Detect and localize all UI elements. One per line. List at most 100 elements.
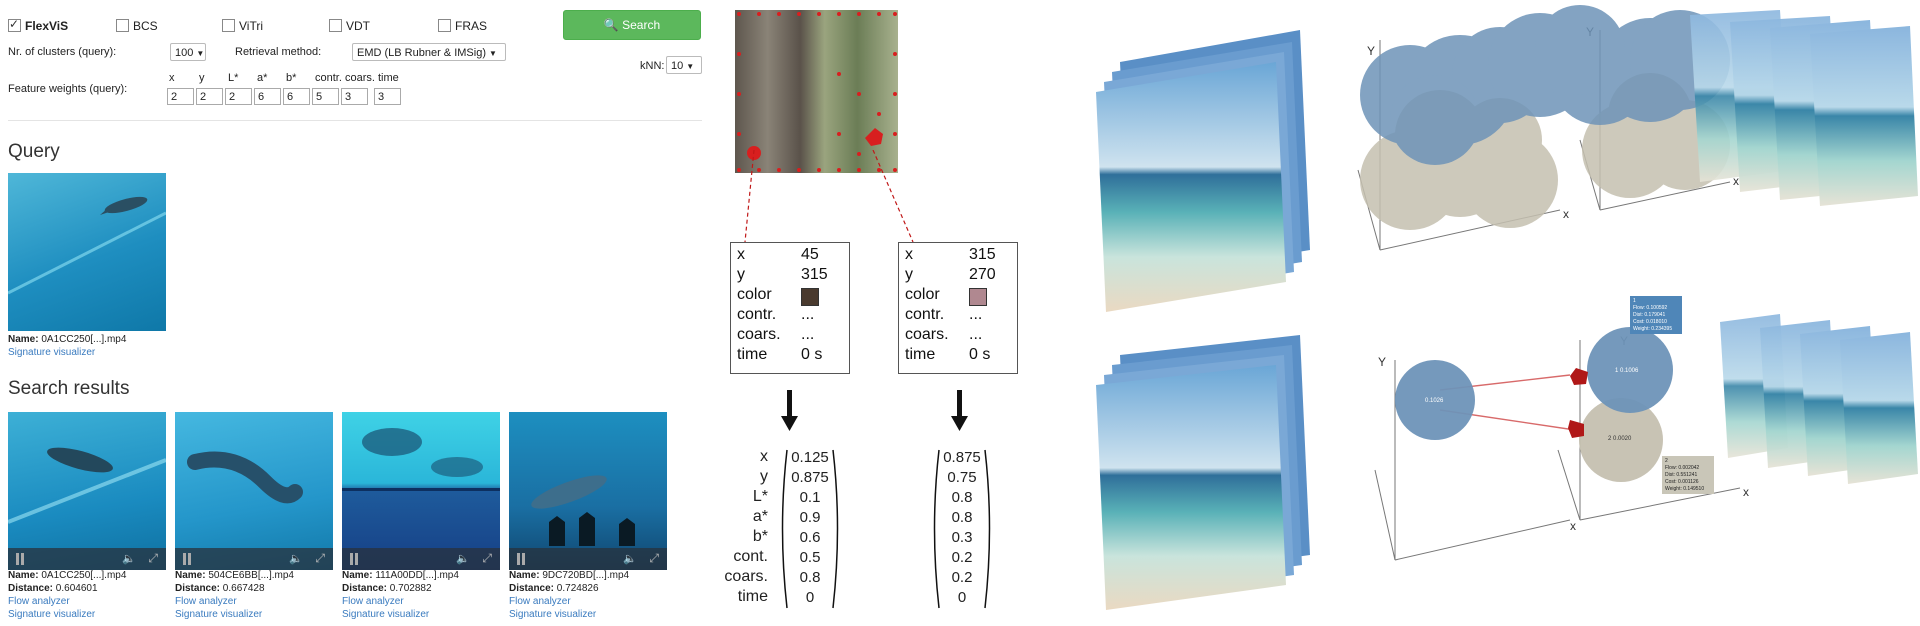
signature-visualizer-link[interactable]: Signature visualizer bbox=[175, 609, 263, 620]
results-heading: Search results bbox=[8, 378, 130, 399]
flexvis-checkbox[interactable] bbox=[8, 17, 21, 33]
volume-icon[interactable]: 🔈 bbox=[122, 553, 136, 565]
feature-value: 0 s bbox=[801, 346, 823, 363]
fullscreen-icon[interactable]: ⤢ bbox=[315, 551, 325, 565]
result-meta: Name: 504CE6BB[...].mp4 Distance: 0.6674… bbox=[175, 569, 294, 621]
flow-analyzer-link[interactable]: Flow analyzer bbox=[175, 596, 237, 607]
name-label: Name: bbox=[8, 570, 39, 581]
query-signature-link[interactable]: Signature visualizer bbox=[8, 347, 96, 358]
pause-icon[interactable] bbox=[350, 553, 353, 565]
feature-value: 45 bbox=[801, 246, 819, 263]
checkbox-bcs[interactable]: BCS bbox=[116, 17, 158, 35]
node-result-1[interactable] bbox=[1587, 327, 1673, 413]
feature-label: time bbox=[905, 346, 936, 363]
search-icon: 🔍 bbox=[603, 18, 619, 32]
video-frames-stack bbox=[1690, 10, 1918, 206]
result-meta: Name: 111A00DD[...].mp4 Distance: 0.7028… bbox=[342, 569, 459, 621]
knn-select[interactable]: 10▼ bbox=[666, 56, 702, 74]
fullscreen-icon[interactable]: ⤢ bbox=[649, 551, 659, 565]
vector-label: coars. bbox=[724, 568, 768, 585]
vector-value: 0.8 bbox=[799, 569, 821, 586]
feature-label: y bbox=[737, 266, 745, 283]
distance-label: Distance: bbox=[8, 583, 54, 594]
chevron-down-icon: ▼ bbox=[488, 49, 497, 58]
chevron-down-icon: ▼ bbox=[196, 49, 205, 58]
weight-input-coars[interactable]: 3 bbox=[341, 88, 368, 105]
flow-analyzer-link[interactable]: Flow analyzer bbox=[509, 596, 571, 607]
clusters-value: 100 bbox=[175, 47, 194, 59]
flow-analyzer-link[interactable]: Flow analyzer bbox=[8, 596, 70, 607]
method-select[interactable]: EMD (LB Rubner & IMSig)▼ bbox=[352, 43, 506, 61]
feature-value: 0 s bbox=[969, 346, 991, 363]
vdt-checkbox[interactable] bbox=[329, 19, 342, 33]
info-line: 1 bbox=[1633, 298, 1636, 304]
checkbox-flexvis[interactable]: FlexViS bbox=[8, 17, 68, 35]
search-button[interactable]: 🔍 Search bbox=[563, 10, 701, 40]
weight-header: b* bbox=[286, 72, 297, 84]
pause-icon[interactable] bbox=[16, 553, 19, 565]
flow-info-box-1: 1 Flow: 0.100592 Dist: 0.179041 Cost: 0.… bbox=[1630, 296, 1682, 334]
arrow-down-icon bbox=[781, 390, 798, 431]
weight-header: L* bbox=[228, 72, 239, 84]
vector-value: 0.8 bbox=[951, 509, 973, 526]
vector-value: 0.875 bbox=[943, 449, 981, 466]
weight-input-contr[interactable]: 5 bbox=[312, 88, 339, 105]
signature-visualizer-link[interactable]: Signature visualizer bbox=[342, 609, 430, 620]
video-frames-stack bbox=[1096, 30, 1310, 312]
weight-input-time[interactable]: 3 bbox=[374, 88, 401, 105]
axis-label-y: Y bbox=[1367, 44, 1375, 58]
info-line: Dist: 0.179041 bbox=[1633, 312, 1665, 318]
pause-icon[interactable] bbox=[183, 553, 186, 565]
volume-icon[interactable]: 🔈 bbox=[623, 553, 637, 565]
flow-analyzer-link[interactable]: Flow analyzer bbox=[342, 596, 404, 607]
axis-label-y: Y bbox=[1378, 355, 1386, 369]
info-line: Flow: 0.100592 bbox=[1633, 305, 1667, 311]
weight-input-y[interactable]: 2 bbox=[196, 88, 223, 105]
video-controls: 🔈 ⤢ bbox=[509, 548, 667, 570]
weight-input-x[interactable]: 2 bbox=[167, 88, 194, 105]
vector-brackets bbox=[781, 449, 839, 609]
dolphin-image bbox=[187, 451, 303, 504]
shark-tank-image bbox=[531, 475, 635, 546]
signature-3d-plots: Y x Y x Y x Y x bbox=[1096, 5, 1918, 610]
axis-label-x: x bbox=[1563, 207, 1569, 221]
checkbox-fras[interactable]: FRAS bbox=[438, 17, 487, 35]
name-label: Name: bbox=[175, 570, 206, 581]
result-thumbnail[interactable]: 🔈 ⤢ bbox=[175, 412, 333, 570]
clusters-select[interactable]: 100▼ bbox=[170, 43, 206, 61]
result-distance: 0.724826 bbox=[556, 583, 599, 594]
bcs-checkbox[interactable] bbox=[116, 19, 129, 33]
vector-label: a* bbox=[752, 508, 768, 525]
vector-label: b* bbox=[752, 528, 768, 545]
weight-input-l[interactable]: 2 bbox=[225, 88, 252, 105]
fullscreen-icon[interactable]: ⤢ bbox=[482, 551, 492, 565]
video-controls: 🔈 ⤢ bbox=[175, 548, 333, 570]
volume-icon[interactable]: 🔈 bbox=[289, 553, 303, 565]
fullscreen-icon[interactable]: ⤢ bbox=[148, 551, 158, 565]
checkbox-vdt[interactable]: VDT bbox=[329, 17, 370, 35]
feature-label: color bbox=[905, 286, 940, 303]
pause-icon[interactable] bbox=[517, 553, 520, 565]
feature-value: 315 bbox=[969, 246, 996, 263]
info-line: Weight: 0.149510 bbox=[1665, 486, 1704, 492]
query-thumbnail[interactable] bbox=[8, 173, 166, 331]
fras-checkbox[interactable] bbox=[438, 19, 451, 33]
vector-value: 0.125 bbox=[791, 449, 829, 466]
result-thumbnail[interactable]: 🔈 ⤢ bbox=[342, 412, 500, 570]
method-value: EMD (LB Rubner & IMSig) bbox=[357, 47, 486, 59]
sample-point-b bbox=[865, 128, 883, 146]
result-thumbnail[interactable]: 🔈 ⤢ bbox=[509, 412, 667, 570]
signature-visualizer-link[interactable]: Signature visualizer bbox=[8, 609, 96, 620]
checkbox-vitri[interactable]: ViTri bbox=[222, 17, 263, 35]
query-name: 0A1CC250[...].mp4 bbox=[41, 334, 127, 345]
volume-icon[interactable]: 🔈 bbox=[456, 553, 470, 565]
signature-visualizer-link[interactable]: Signature visualizer bbox=[509, 609, 597, 620]
result-thumbnail[interactable]: 🔈 ⤢ bbox=[8, 412, 166, 570]
knn-label: kNN: bbox=[640, 60, 665, 72]
weight-input-a[interactable]: 6 bbox=[254, 88, 281, 105]
node-query[interactable] bbox=[1395, 360, 1475, 440]
node-result-2[interactable] bbox=[1579, 398, 1663, 482]
info-line: 2 bbox=[1665, 458, 1668, 464]
vitri-checkbox[interactable] bbox=[222, 19, 235, 33]
weight-input-b[interactable]: 6 bbox=[283, 88, 310, 105]
